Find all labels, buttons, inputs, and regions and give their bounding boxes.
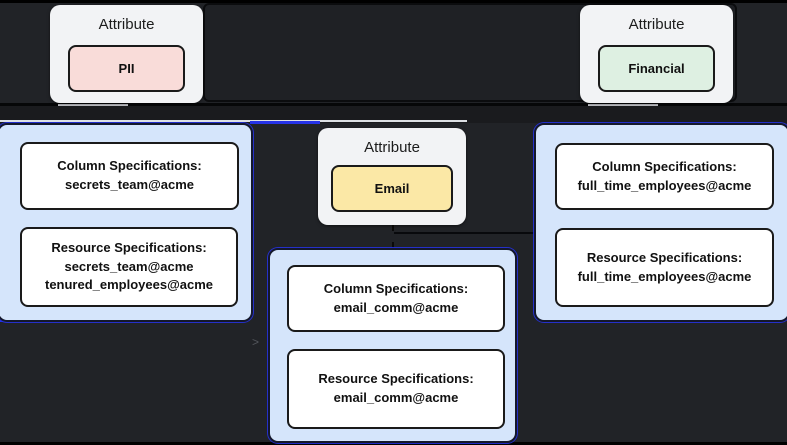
spec-group-email: Column Specifications: email_comm@acme R… [268, 248, 517, 443]
attribute-tag-email: Email [331, 165, 453, 212]
column-specifications-box: Column Specifications: secrets_team@acme [20, 142, 239, 210]
resource-spec-value: full_time_employees@acme [577, 268, 752, 284]
column-spec-title: Column Specifications: [57, 158, 202, 174]
resource-specifications-box: Resource Specifications: email_comm@acme [287, 349, 505, 429]
edge-stub-email-bottom [392, 242, 394, 248]
spec-group-financial: Column Specifications: full_time_employe… [534, 123, 787, 322]
edge-stub-email-top [392, 225, 394, 231]
resource-spec-title: Resource Specifications: [318, 371, 474, 387]
attribute-node-title: Attribute [98, 16, 155, 33]
card-shadow-line-left [58, 104, 128, 106]
row-separator-line [0, 120, 467, 122]
background-mid-band [0, 103, 787, 123]
resource-spec-title: Resource Specifications: [51, 239, 207, 255]
attribute-node-pii: Attribute PII [50, 5, 203, 103]
column-spec-value: email_comm@acme [333, 299, 459, 315]
column-spec-title: Column Specifications: [592, 158, 737, 174]
column-spec-value: secrets_team@acme [64, 177, 195, 192]
attribute-node-financial: Attribute Financial [580, 5, 733, 103]
attribute-node-email: Attribute Email [318, 128, 466, 225]
card-shadow-line-right [588, 104, 658, 106]
resource-spec-value: email_comm@acme [333, 390, 459, 405]
attribute-node-title: Attribute [364, 139, 420, 156]
column-spec-title: Column Specifications: [323, 280, 469, 296]
attribute-tag-financial: Financial [598, 45, 715, 92]
attribute-node-title: Attribute [628, 16, 685, 33]
bottom-border-strip [0, 442, 787, 445]
attribute-tag-pii: PII [68, 45, 185, 92]
resource-spec-value: secrets_team@acme [64, 258, 194, 274]
column-spec-value: full_time_employees@acme [577, 177, 752, 193]
chevron-right-icon: > [252, 335, 260, 349]
spec-group-pii: Column Specifications: secrets_team@acme… [0, 123, 253, 322]
column-specifications-box: Column Specifications: full_time_employe… [555, 143, 774, 210]
resource-spec-value: tenured_employees@acme [44, 277, 214, 293]
top-border-strip [0, 0, 787, 3]
column-specifications-box: Column Specifications: email_comm@acme [287, 265, 505, 332]
edge-blue-top [250, 121, 320, 124]
edge-email-to-right [394, 232, 540, 234]
resource-spec-title: Resource Specifications: [586, 249, 743, 265]
resource-specifications-box: Resource Specifications: full_time_emplo… [555, 228, 774, 307]
resource-specifications-box: Resource Specifications: secrets_team@ac… [20, 227, 238, 307]
